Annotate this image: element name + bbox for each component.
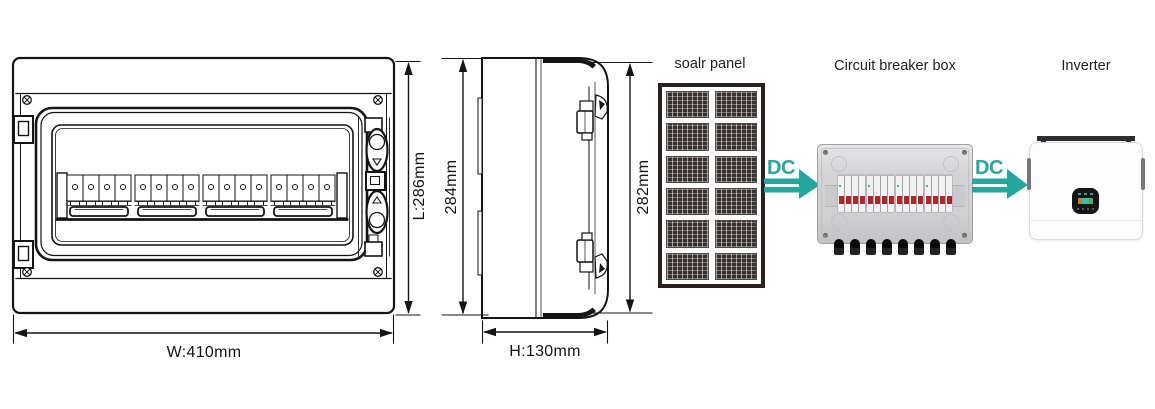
heatsink-fin (1027, 158, 1031, 190)
dc-label-2: DC (975, 157, 1003, 179)
breaker (838, 175, 844, 212)
breaker-strip (838, 175, 952, 212)
breaker-group (896, 175, 923, 212)
cable-gland (850, 239, 860, 255)
solar-cell (666, 123, 709, 151)
box-inner-frame (821, 148, 969, 240)
seam-line (1031, 220, 1141, 221)
dc-label-1: DC (767, 157, 795, 179)
solar-cell (714, 220, 757, 248)
dc-arrow-1: DC (764, 157, 820, 199)
breaker (925, 175, 931, 212)
breaker (859, 175, 865, 212)
knockout-circle (943, 156, 959, 172)
breaker (881, 175, 887, 212)
breaker (852, 175, 858, 212)
cable-gland (898, 239, 908, 255)
breaker (845, 175, 851, 212)
front-view-drawing: W:410mm L:286mm (11, 56, 428, 361)
corner-screw (823, 233, 828, 238)
mounting-bracket (1037, 136, 1135, 141)
dc-arrow-2: DC (972, 157, 1028, 199)
cable-glands (834, 239, 956, 255)
solar-cell (666, 155, 709, 183)
inverter-image (1027, 136, 1145, 242)
inner-height-dimension: 282mm (591, 61, 653, 314)
right-latches (358, 117, 390, 257)
cable-gland (882, 239, 892, 255)
solar-cell (714, 91, 757, 119)
breaker-group (867, 175, 894, 212)
solar-cell (714, 155, 757, 183)
solar-cell (666, 220, 709, 248)
cable-gland (914, 239, 924, 255)
outer-height-dimension: 284mm (441, 57, 489, 316)
solar-cell (666, 252, 709, 280)
knockout-circle (831, 214, 847, 230)
solar-cell (714, 123, 757, 151)
outer-height-dimension-label: 284mm (443, 160, 460, 215)
cable-gland (946, 239, 956, 255)
right-arrow-icon (972, 169, 1028, 199)
inner-height-dimension-label: 282mm (635, 160, 652, 215)
circuit-breaker-box-image (817, 144, 973, 255)
solar-cell (714, 252, 757, 280)
breaker (896, 175, 902, 212)
breaker (917, 175, 923, 212)
display-indicators (1078, 193, 1093, 195)
solar-cell (666, 188, 709, 216)
breaker (932, 175, 938, 212)
breaker-group (838, 175, 865, 212)
length-dimension: L:286mm (395, 60, 428, 316)
circuit-breaker-box-label: Circuit breaker box (834, 58, 956, 74)
breaker-row (55, 172, 349, 221)
solar-panel-image (658, 83, 765, 288)
cable-gland (866, 239, 876, 255)
display-buttons (1077, 208, 1094, 210)
breaker (946, 175, 952, 212)
breaker (903, 175, 909, 212)
breaker (910, 175, 916, 212)
solar-cell (666, 91, 709, 119)
width-dimension-label: W:410mm (167, 344, 242, 361)
heatsink-fin (1141, 158, 1145, 190)
inverter-label: Inverter (1061, 58, 1111, 74)
knockout-circle (943, 214, 959, 230)
corner-screw (962, 233, 967, 238)
knockout-circle (831, 156, 847, 172)
cable-gland (930, 239, 940, 255)
breaker (939, 175, 945, 212)
right-arrow-icon (764, 169, 820, 199)
length-dimension-label: L:286mm (411, 152, 428, 221)
width-dimension: W:410mm (12, 314, 395, 361)
side-view-drawing: 284mm 282mm H:130mm (441, 57, 653, 360)
breaker (874, 175, 880, 212)
cable-gland (834, 239, 844, 255)
corner-screw (962, 150, 967, 155)
breaker (867, 175, 873, 212)
breaker-group (925, 175, 952, 212)
corner-screw (823, 150, 828, 155)
depth-dimension-label: H:130mm (509, 343, 580, 360)
display-digits (1078, 198, 1093, 204)
solar-panel-label: soalr panel (674, 56, 746, 72)
side-profile (477, 57, 609, 319)
display-screen (1072, 188, 1099, 214)
breaker (888, 175, 894, 212)
solar-cell (714, 188, 757, 216)
depth-dimension: H:130mm (481, 320, 609, 360)
